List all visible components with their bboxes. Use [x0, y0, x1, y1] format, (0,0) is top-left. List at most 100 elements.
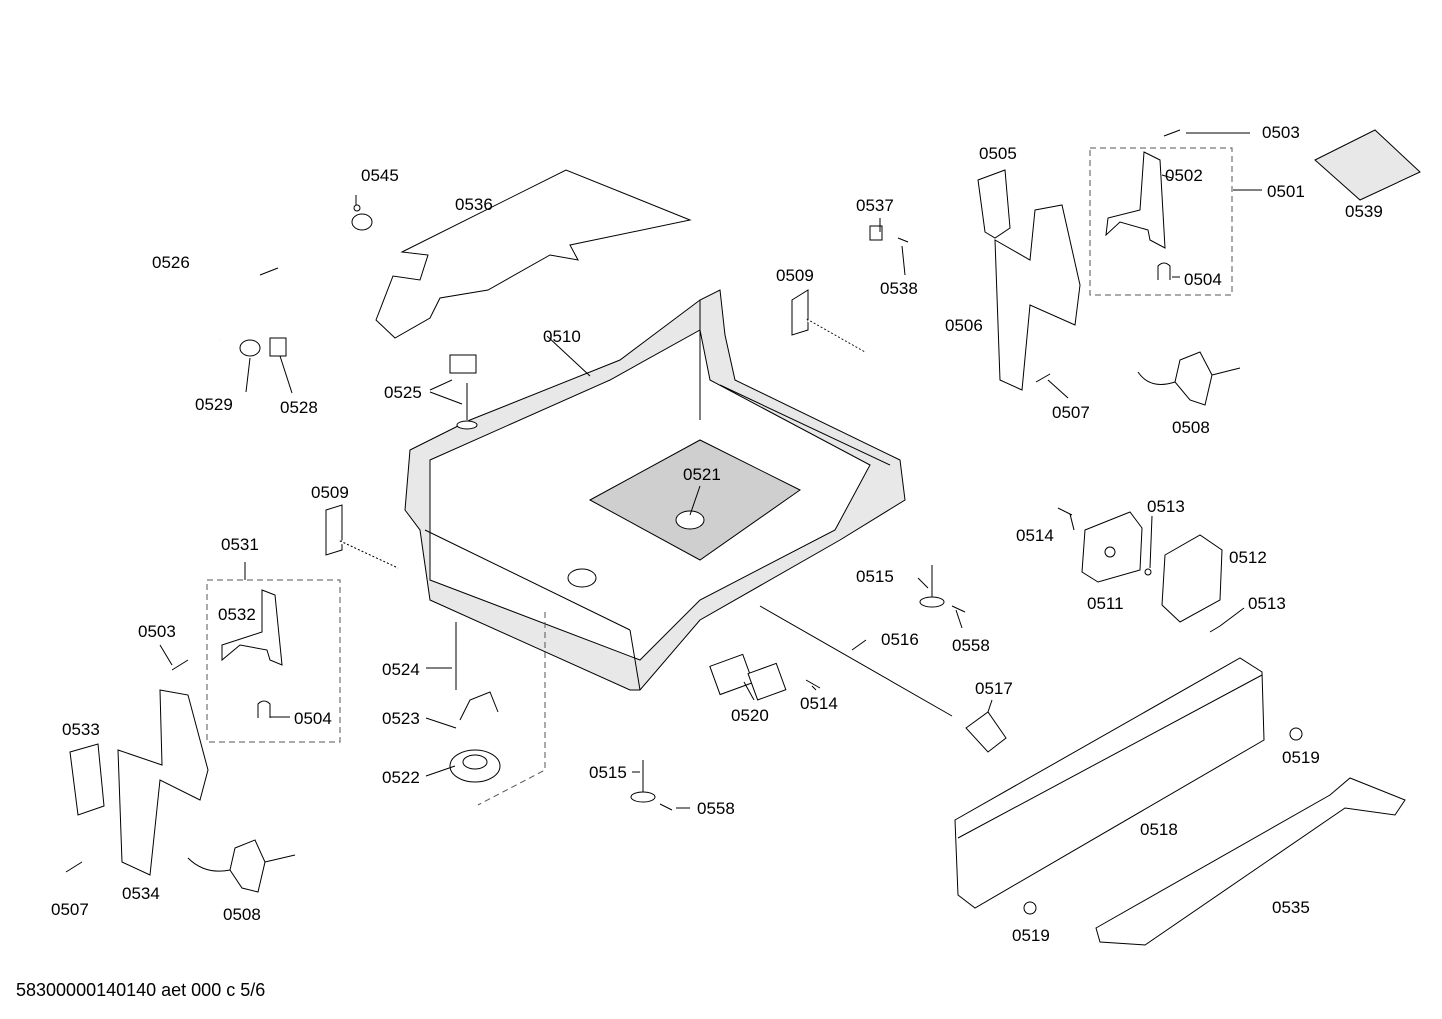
part-0507-screw-left: [65, 861, 83, 873]
label-0514-lower: 0514: [800, 694, 838, 713]
part-0513-screw-a: [1144, 568, 1152, 576]
part-0508-sensor-left: [187, 839, 296, 893]
label-0513-lower: 0513: [1248, 594, 1286, 613]
label-0531: 0531: [221, 535, 259, 554]
part-0515-foot-lower: [630, 760, 656, 803]
group-0522-dashed-link: [477, 612, 546, 806]
group-0531-box: [206, 579, 341, 743]
label-0510: 0510: [543, 327, 581, 346]
label-0504-left: 0504: [294, 709, 332, 728]
label-0502: 0502: [1165, 166, 1203, 185]
label-0526: 0526: [152, 253, 190, 272]
part-0518-front-panel: [954, 657, 1265, 909]
part-0513-screw-b: [1209, 625, 1221, 633]
part-0528-clip: [269, 337, 287, 357]
label-0524: 0524: [382, 660, 420, 679]
label-0512: 0512: [1229, 548, 1267, 567]
part-0539-bag: [1314, 129, 1421, 201]
part-0517-knob: [965, 711, 1007, 753]
part-0535-strip: [1095, 777, 1406, 946]
drawing-reference-footer: 58300000140140 aet 000 c 5/6: [16, 980, 266, 1000]
label-0534: 0534: [122, 884, 160, 903]
part-0510-base-tub: [404, 289, 906, 691]
part-0503-screw-left: [171, 659, 189, 671]
label-0517: 0517: [975, 679, 1013, 698]
label-0507-left: 0507: [51, 900, 89, 919]
part-0522-cover: [449, 749, 501, 783]
label-0518: 0518: [1140, 820, 1178, 839]
part-0519-screw-upper: [1289, 727, 1303, 741]
label-0521: 0521: [683, 465, 721, 484]
label-0509-upper: 0509: [776, 266, 814, 285]
part-0516-rod: [759, 605, 953, 717]
part-0558-screw-upper: [951, 605, 966, 613]
part-0534-bracket: [117, 689, 209, 876]
part-0529-clamp: [239, 339, 261, 357]
part-0504-clip-left: [257, 700, 271, 718]
part-0533-cover: [69, 743, 105, 816]
label-0501: 0501: [1267, 182, 1305, 201]
label-0529: 0529: [195, 395, 233, 414]
label-0505: 0505: [979, 144, 1017, 163]
label-0513-upper: 0513: [1147, 497, 1185, 516]
part-0502-bracket: [1105, 151, 1166, 249]
leader-lines: [159, 132, 1262, 809]
label-0509-lower: 0509: [311, 483, 349, 502]
label-0535: 0535: [1272, 898, 1310, 917]
part-0545-clamp: [351, 204, 373, 231]
part-0505-cover: [977, 169, 1011, 239]
label-0533: 0533: [62, 720, 100, 739]
label-0558-upper: 0558: [952, 636, 990, 655]
part-0536-plate: [375, 169, 692, 339]
label-0515-lower: 0515: [589, 763, 627, 782]
part-labels: 0503 0502 0501 0539 0505 0504 0506 0507 …: [51, 123, 1383, 945]
label-0503-left: 0503: [138, 622, 176, 641]
label-0519-lower: 0519: [1012, 926, 1050, 945]
label-0538: 0538: [880, 279, 918, 298]
part-0525-foot: [449, 354, 478, 430]
part-0532-bracket: [221, 589, 283, 666]
part-0520-valve: [709, 653, 787, 701]
part-0504-clip-right: [1157, 262, 1171, 280]
part-0514-screw-lower: [805, 679, 821, 689]
label-0537: 0537: [856, 196, 894, 215]
part-0523-float: [459, 691, 499, 721]
part-0512-cover: [1161, 534, 1223, 623]
label-0503-top: 0503: [1262, 123, 1300, 142]
label-0516: 0516: [881, 630, 919, 649]
label-0525: 0525: [384, 383, 422, 402]
label-0506: 0506: [945, 316, 983, 335]
label-0508-right: 0508: [1172, 418, 1210, 437]
part-0515-foot-upper: [919, 565, 945, 608]
label-0558-lower: 0558: [697, 799, 735, 818]
label-0522: 0522: [382, 768, 420, 787]
label-0523: 0523: [382, 709, 420, 728]
label-0545: 0545: [361, 166, 399, 185]
label-0515-upper: 0515: [856, 567, 894, 586]
part-0526-hose: [197, 223, 355, 344]
group-0501-box: [1089, 147, 1233, 296]
part-0508-sensor-right: [1137, 351, 1241, 406]
label-0528: 0528: [280, 398, 318, 417]
part-0519-screw-lower: [1023, 901, 1037, 915]
label-0519-upper: 0519: [1282, 748, 1320, 767]
part-0538-screw: [897, 237, 909, 243]
label-0514-upper: 0514: [1016, 526, 1054, 545]
label-0520: 0520: [731, 706, 769, 725]
label-0504-right: 0504: [1184, 270, 1222, 289]
label-0536: 0536: [455, 195, 493, 214]
part-0509-spring-lower: [325, 504, 399, 570]
part-0506-bracket: [994, 204, 1081, 391]
part-0503-screw-right: [1163, 129, 1181, 137]
part-0507-screw-right: [1035, 373, 1051, 383]
part-0537-valve: [869, 225, 883, 241]
part-0509-spring-upper: [791, 289, 866, 354]
label-0511: 0511: [1087, 594, 1124, 613]
part-0511-housing: [1081, 511, 1143, 583]
label-0539: 0539: [1345, 202, 1383, 221]
part-0558-screw-lower: [659, 803, 673, 811]
label-0532: 0532: [218, 605, 256, 624]
label-0507-right: 0507: [1052, 403, 1090, 422]
label-0508-left: 0508: [223, 905, 261, 924]
